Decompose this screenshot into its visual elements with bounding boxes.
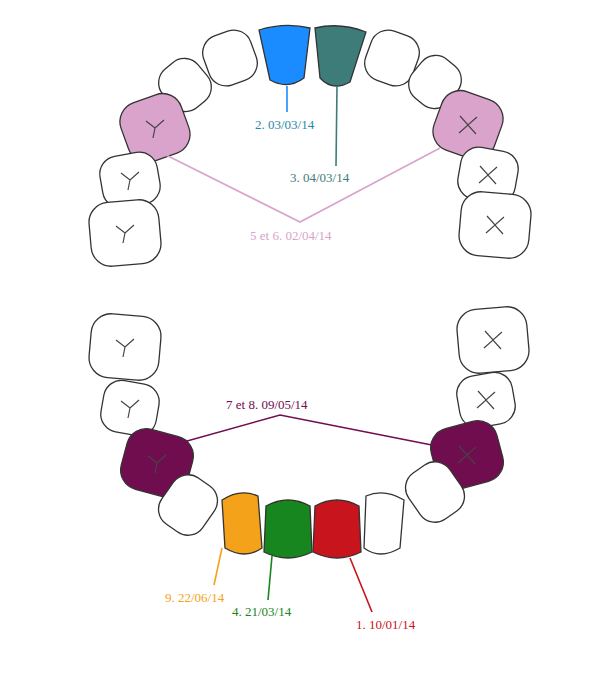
leader-line — [286, 86, 288, 112]
tooth — [222, 493, 262, 554]
date-label: 5 et 6. 02/04/14 — [250, 228, 332, 243]
leader-line — [336, 86, 337, 166]
tooth — [151, 468, 224, 543]
leader-line — [350, 558, 372, 612]
tooth — [315, 26, 366, 86]
tooth — [455, 305, 530, 375]
date-label: 1. 10/01/14 — [356, 617, 415, 632]
lower-arch — [87, 305, 530, 558]
leader-line — [268, 556, 272, 600]
tooth — [87, 198, 162, 268]
tooth — [87, 312, 162, 382]
tooth — [313, 500, 361, 558]
upper-arch — [87, 25, 532, 268]
leader-line — [162, 415, 447, 448]
tooth — [398, 455, 471, 530]
leader-lines — [160, 86, 447, 612]
date-label: 2. 03/03/14 — [255, 117, 314, 132]
leader-line — [160, 148, 440, 222]
tooth — [259, 25, 310, 84]
tooth — [454, 370, 518, 431]
date-label: 3. 04/03/14 — [290, 170, 349, 185]
date-label: 9. 22/06/14 — [165, 590, 224, 605]
leader-line — [214, 548, 222, 585]
cusp-marks — [116, 116, 504, 243]
cusp-marks — [116, 331, 502, 473]
date-label: 4. 21/03/14 — [232, 604, 291, 619]
date-label: 7 et 8. 09/05/14 — [226, 397, 308, 412]
tooth — [364, 493, 404, 554]
tooth — [457, 190, 532, 260]
tooth — [264, 500, 312, 558]
